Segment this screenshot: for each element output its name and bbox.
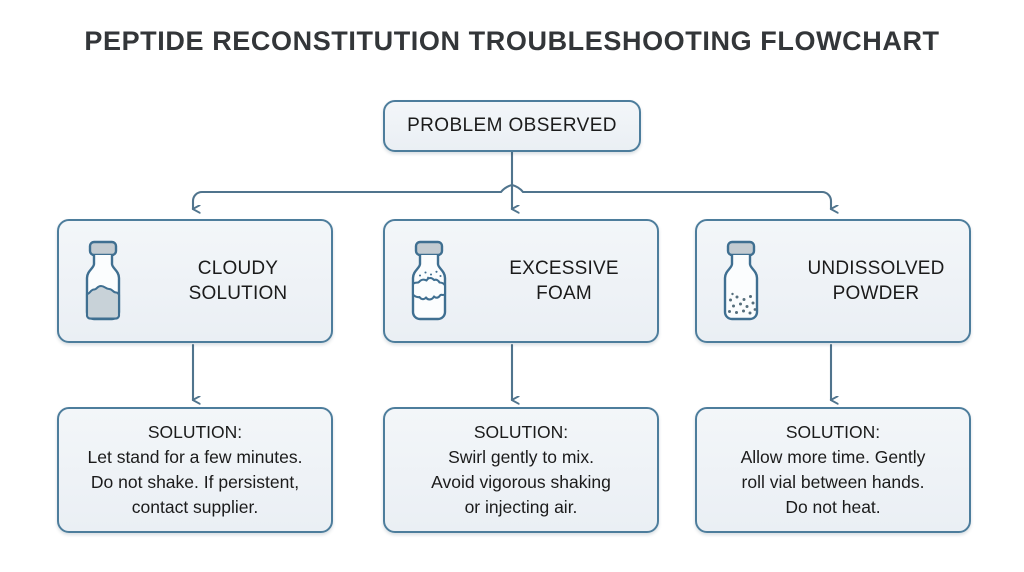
node-undissolved-powder[interactable]: UNDISSOLVED POWDER	[695, 219, 971, 343]
node-cloudy-solution-label: CLOUDY SOLUTION	[188, 258, 288, 304]
edge-root-to-powder	[510, 183, 831, 209]
node-cloudy-solution[interactable]: CLOUDY SOLUTION	[57, 219, 333, 343]
node-solution-foam-text: SOLUTION: Swirl gently to mix. Avoid vig…	[431, 422, 611, 517]
edge-root-to-cloudy	[193, 183, 514, 209]
node-problem-observed[interactable]: PROBLEM OBSERVED	[383, 100, 641, 152]
node-solution-foam[interactable]: SOLUTION: Swirl gently to mix. Avoid vig…	[383, 407, 659, 533]
node-solution-powder-text: SOLUTION: Allow more time. Gently roll v…	[740, 422, 926, 517]
node-excessive-foam-label: EXCESSIVE FOAM	[509, 258, 619, 304]
node-solution-cloudy[interactable]: SOLUTION: Let stand for a few minutes. D…	[57, 407, 333, 533]
node-excessive-foam[interactable]: EXCESSIVE FOAM	[383, 219, 659, 343]
node-problem-observed-label: PROBLEM OBSERVED	[407, 115, 617, 136]
node-solution-cloudy-text: SOLUTION: Let stand for a few minutes. D…	[87, 422, 303, 517]
vial-foam-icon	[411, 240, 447, 321]
page-title: PEPTIDE RECONSTITUTION TROUBLESHOOTING F…	[84, 26, 940, 56]
node-solution-powder[interactable]: SOLUTION: Allow more time. Gently roll v…	[695, 407, 971, 533]
vial-cloudy-icon	[85, 240, 121, 321]
vial-powder-icon	[723, 240, 759, 321]
node-undissolved-powder-label: UNDISSOLVED POWDER	[807, 258, 945, 304]
